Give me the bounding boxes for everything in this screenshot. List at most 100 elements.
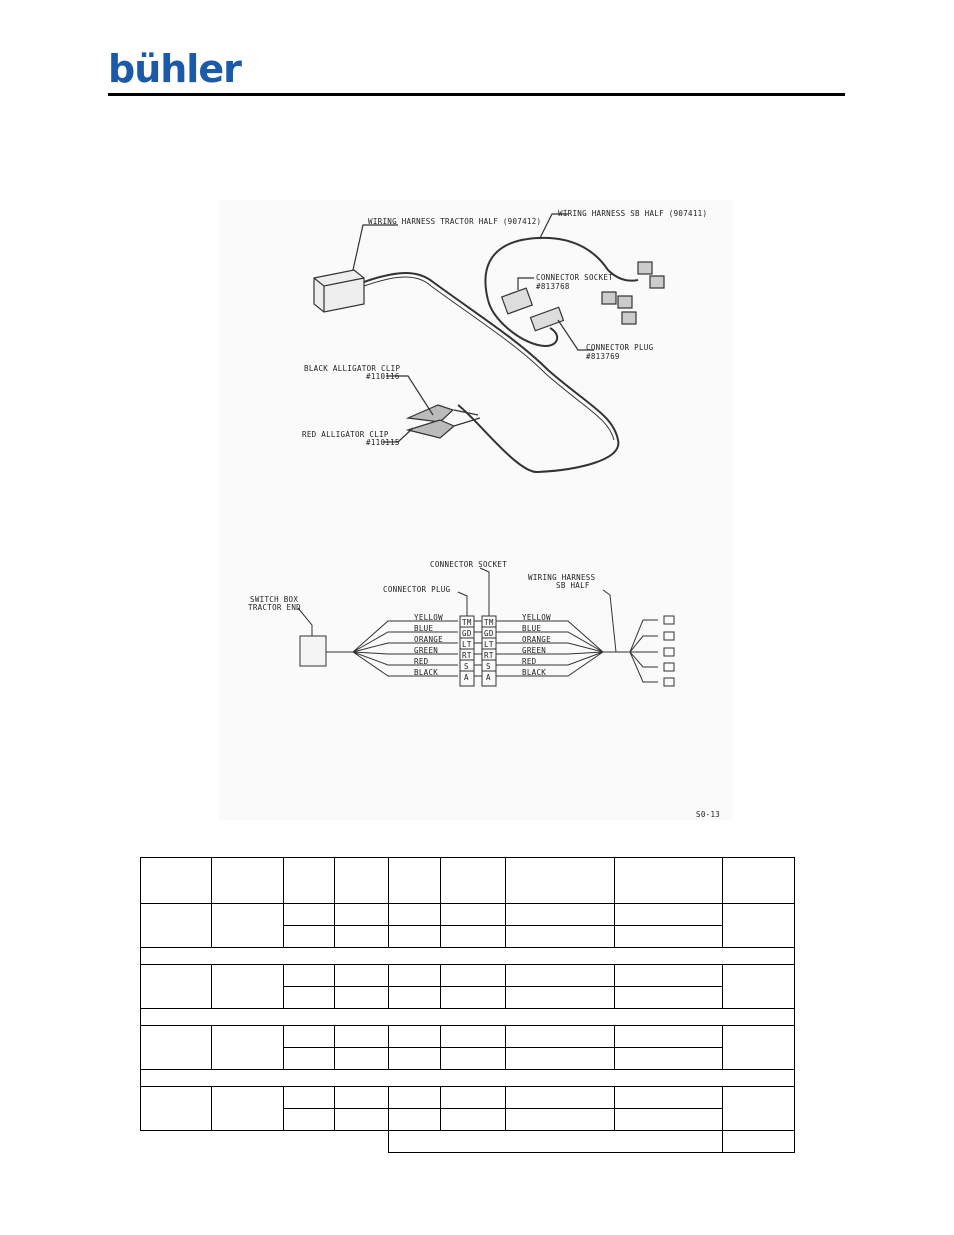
- table-cell: [614, 986, 723, 1009]
- label-switch-box-2: TRACTOR END: [248, 603, 301, 612]
- buhler-logo: bühler: [108, 47, 242, 91]
- wire-right-label: GREEN: [522, 646, 546, 655]
- table-cell: [283, 1047, 335, 1070]
- pin-plug-label: A: [464, 673, 469, 682]
- wire-left-label: BLACK: [414, 668, 438, 677]
- label-connector-socket-part: #813768: [536, 282, 570, 291]
- table-row: [140, 1025, 795, 1070]
- table-cell: [211, 1086, 284, 1131]
- tractor-box-shape: [313, 269, 365, 313]
- table-total-row: [141, 1130, 795, 1153]
- table-separator-row: [140, 947, 795, 965]
- table-cell: [440, 986, 506, 1009]
- table-cell: [388, 903, 441, 926]
- wire-right-label: YELLOW: [522, 613, 551, 622]
- table-cell: [440, 903, 506, 926]
- table-cell: [283, 964, 335, 987]
- table-cell: [334, 1108, 389, 1131]
- wiring-harness-figure: WIRING HARNESS TRACTOR HALF (907412) WIR…: [218, 200, 733, 820]
- table-cell: [388, 1025, 441, 1048]
- table-cell: [505, 1086, 615, 1109]
- header-rule: [108, 93, 845, 96]
- header-cell: [614, 857, 723, 904]
- wire-left-label: RED: [414, 657, 429, 666]
- table-cell: [388, 964, 441, 987]
- pin-plug-label: RT: [462, 651, 472, 660]
- table-cell: [388, 1130, 723, 1153]
- table-cell: [505, 903, 615, 926]
- table-row: [140, 903, 795, 948]
- pin-plug-label: TM: [462, 618, 472, 627]
- table-cell: [141, 1131, 389, 1153]
- header-cell: [283, 857, 335, 904]
- table-row: [141, 1108, 795, 1131]
- logo-text: bühler: [108, 47, 242, 91]
- table-cell: [614, 1025, 723, 1048]
- label-black-clip-part: #110116: [366, 372, 400, 381]
- table-cell: [140, 1069, 795, 1087]
- table-header-row: [140, 857, 795, 904]
- table-cell: [334, 1025, 389, 1048]
- label-bottom-plug: CONNECTOR PLUG: [383, 585, 451, 594]
- table-row: [140, 964, 795, 1009]
- table-cell: [334, 1086, 389, 1109]
- label-harness-sb: WIRING HARNESS SB HALF (907411): [558, 209, 707, 218]
- table-cell: [388, 925, 441, 948]
- label-bottom-harness-2: SB HALF: [556, 581, 590, 590]
- pin-plug-label: LT: [462, 640, 472, 649]
- wire-left-label: BLUE: [414, 624, 433, 633]
- wire-right-label: ORANGE: [522, 635, 551, 644]
- wire-left-label: YELLOW: [414, 613, 443, 622]
- table-cell: [614, 964, 723, 987]
- table-cell: [283, 986, 335, 1009]
- header-cell: [722, 857, 795, 904]
- label-connector-plug: CONNECTOR PLUG: [586, 343, 654, 352]
- wire-left-label: GREEN: [414, 646, 438, 655]
- table-cell: [614, 1047, 723, 1070]
- wire-right-label: BLACK: [522, 668, 546, 677]
- label-black-clip: BLACK ALLIGATOR CLIP: [304, 364, 400, 373]
- table-cell: [614, 1108, 723, 1131]
- table-cell: [334, 1047, 389, 1070]
- table-cell: [283, 903, 335, 926]
- label-connector-plug-part: #813769: [586, 352, 620, 361]
- table-cell: [334, 925, 389, 948]
- table-cell: [283, 1025, 335, 1048]
- header-cell: [388, 857, 441, 904]
- table-cell: [140, 1008, 795, 1026]
- table-cell: [388, 1047, 441, 1070]
- label-bottom-harness-1: WIRING HARNESS: [528, 573, 596, 582]
- pin-socket-label: TM: [484, 618, 494, 627]
- table-cell: [388, 1108, 441, 1131]
- table-cell: [283, 925, 335, 948]
- table-cell: [722, 1086, 795, 1131]
- table-cell: [283, 1108, 335, 1131]
- table-cell: [505, 925, 615, 948]
- label-red-clip: RED ALLIGATOR CLIP: [302, 430, 389, 439]
- table-cell: [211, 903, 284, 948]
- table-cell: [614, 1086, 723, 1109]
- header-cell: [211, 857, 284, 904]
- label-red-clip-part: #110115: [366, 438, 400, 447]
- table-cell: [334, 986, 389, 1009]
- table-cell: [334, 964, 389, 987]
- table-cell: [505, 986, 615, 1009]
- table-separator-row: [140, 1008, 795, 1026]
- pin-socket-label: A: [486, 673, 491, 682]
- table-cell: [440, 1086, 506, 1109]
- pin-socket-label: LT: [484, 640, 494, 649]
- table-cell: [505, 1047, 615, 1070]
- label-bottom-socket: CONNECTOR SOCKET: [430, 560, 507, 569]
- table-cell: [140, 964, 212, 1009]
- header-cell: [505, 857, 615, 904]
- table-cell: [211, 964, 284, 1009]
- table-cell: [440, 925, 506, 948]
- table-separator-row: [140, 1069, 795, 1087]
- table-cell: [388, 1086, 441, 1109]
- header-cell: [140, 857, 212, 904]
- table-cell: [440, 1047, 506, 1070]
- table-cell: [722, 964, 795, 1009]
- table-cell: [140, 1086, 212, 1131]
- pin-socket-label: S: [486, 662, 491, 671]
- table-cell: [722, 903, 795, 948]
